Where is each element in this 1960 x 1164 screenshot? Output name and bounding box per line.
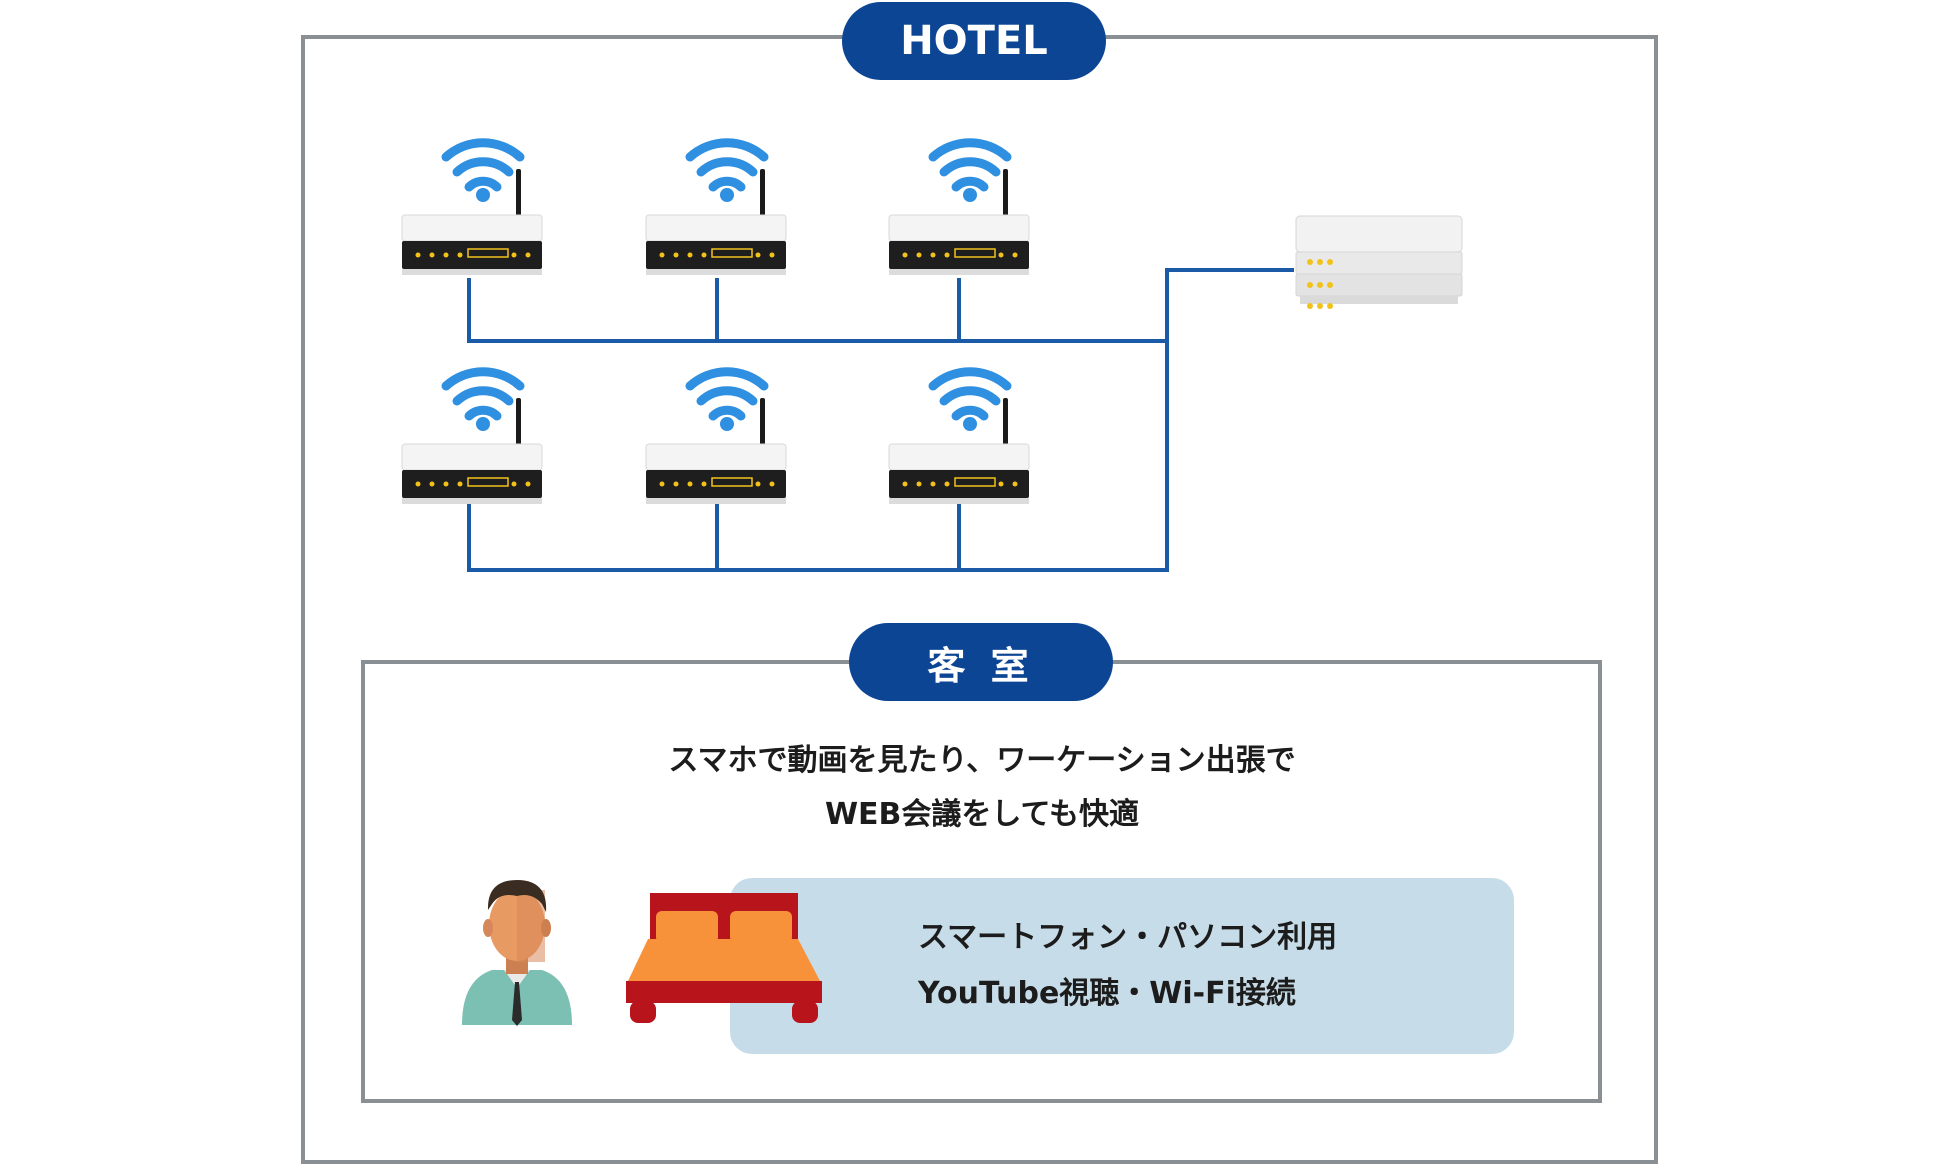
- server-icon: [1292, 212, 1482, 331]
- wifi-router-icon: [640, 362, 800, 516]
- wifi-router-icon: [883, 362, 1043, 516]
- hotel-label: HOTEL: [842, 2, 1106, 80]
- room-caption-line1: スマホで動画を見たり、ワーケーション出張で: [668, 743, 1296, 778]
- room-caption-line2: WEB会議をしても快適: [824, 797, 1140, 832]
- room-label: 客 室: [849, 623, 1113, 701]
- person-icon: [452, 870, 582, 1034]
- wifi-router-icon: [396, 133, 556, 287]
- features-line2: YouTube視聴・Wi-Fi接続: [918, 976, 1296, 1011]
- wifi-router-icon: [640, 133, 800, 287]
- features-line1: スマートフォン・パソコン利用: [918, 920, 1338, 955]
- wifi-router-icon: [396, 362, 556, 516]
- wifi-router-icon: [883, 133, 1043, 287]
- bed-icon: [626, 893, 826, 1037]
- features-box: [730, 878, 1514, 1054]
